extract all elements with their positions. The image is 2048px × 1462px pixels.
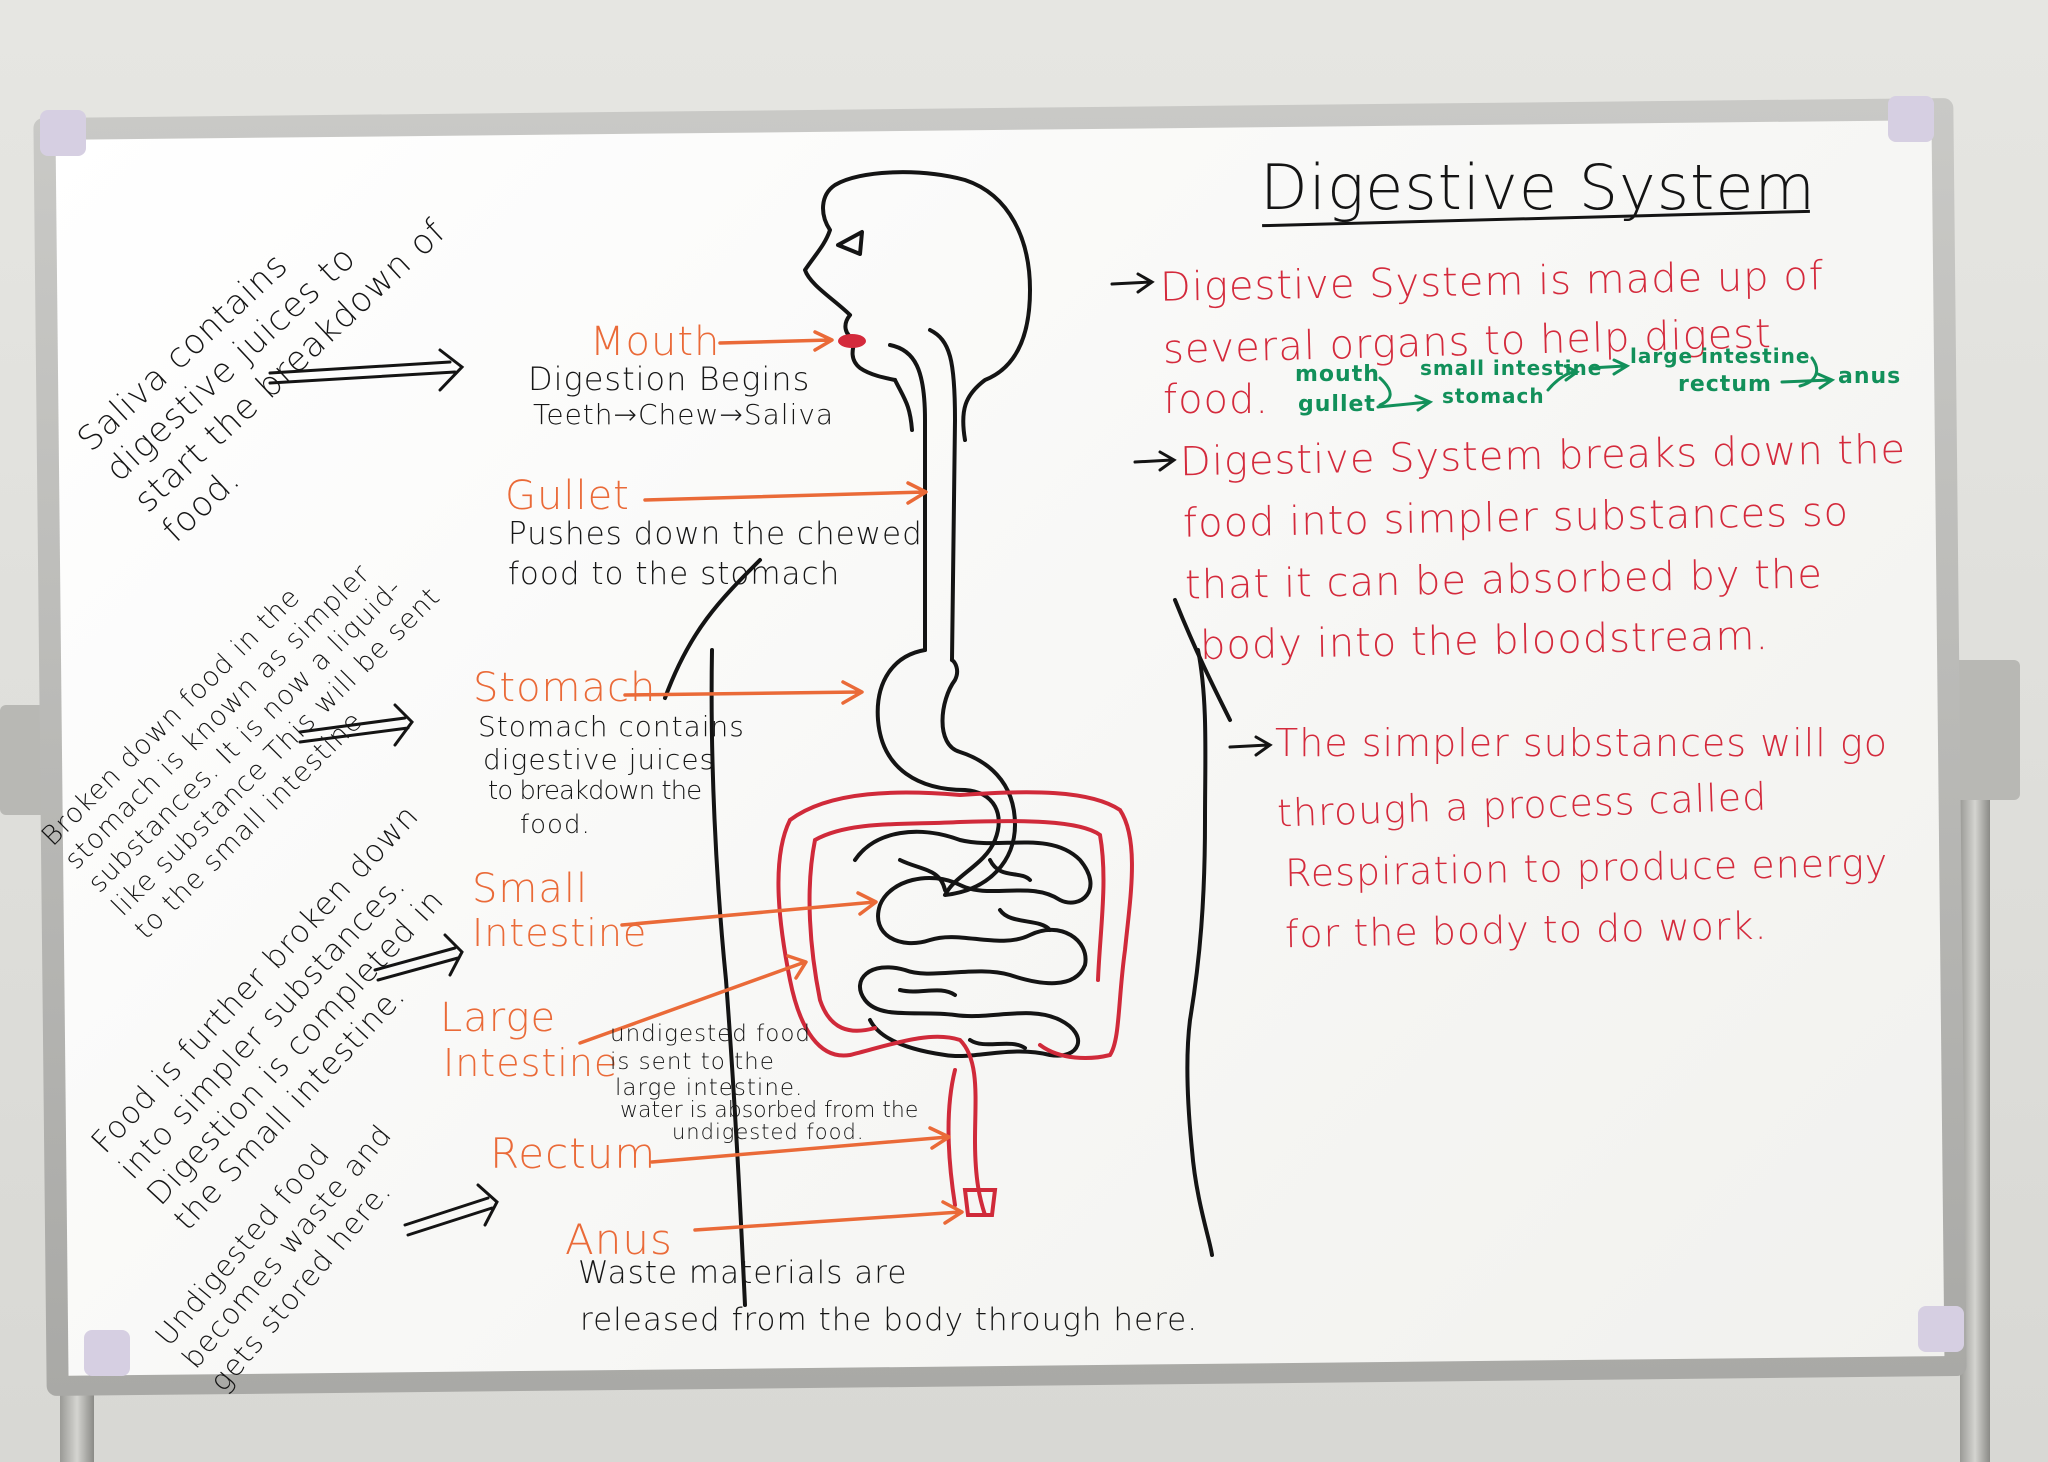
- rectum-arrow: [650, 1126, 951, 1164]
- mouth-note-2: Teeth→Chew→Saliva: [533, 398, 835, 431]
- head-outline: [803, 170, 1032, 442]
- flow-anus: anus: [1838, 364, 1902, 389]
- stomach-note-4: food.: [520, 810, 591, 840]
- label-large-intestine-2: Intestine: [443, 1041, 619, 1085]
- large-intestine-note-2: is sent to the: [610, 1049, 775, 1075]
- small-intestine-arrow: [620, 891, 878, 927]
- saliva-arrow: [268, 348, 465, 392]
- label-mouth: Mouth: [590, 319, 721, 365]
- flow-large-intestine: large intestine: [1630, 344, 1811, 368]
- label-anus: Anus: [565, 1215, 673, 1264]
- anus-arrow: [693, 1200, 964, 1232]
- rectum-note-arrow: [403, 1183, 499, 1237]
- anus-note-1: Waste materials are: [578, 1255, 908, 1291]
- right-divider-line: [1173, 598, 1232, 722]
- gullet-note-2: food to the stomach: [508, 556, 841, 592]
- large-intestine-note-5: undigested food.: [672, 1120, 865, 1144]
- neck-left: [893, 378, 914, 432]
- flow-gullet: gullet: [1298, 392, 1376, 417]
- flow-arrow-large-rectum: [1798, 356, 1819, 388]
- flow-arrow-rectum-anus: [1780, 372, 1836, 390]
- stomach-outline: [875, 648, 1017, 897]
- label-stomach: Stomach: [473, 665, 657, 711]
- para1-line3: food.: [1163, 377, 1270, 423]
- flow-stomach: stomach: [1442, 384, 1545, 408]
- flow-mouth: mouth: [1295, 362, 1380, 387]
- stomach-arrow: [623, 680, 864, 705]
- bullet-arrow-1: [1110, 272, 1155, 294]
- rectum-shape: [962, 1188, 998, 1217]
- stomach-note-3: to breakdown the: [488, 776, 702, 806]
- label-small-intestine-2: Intestine: [472, 911, 648, 955]
- small-intestine-inner: [898, 858, 1052, 1050]
- large-intestine-note-3: large intestine.: [615, 1075, 804, 1101]
- para3-line1: The simpler substances will go: [1275, 721, 1888, 765]
- small-intestine-coils: [853, 829, 1093, 1059]
- label-large-intestine-1: Large: [440, 995, 557, 1041]
- bullet-arrow-3: [1228, 735, 1273, 757]
- label-small-intestine-1: Small: [472, 866, 589, 912]
- frame-corner-bottom-right: [1918, 1306, 1964, 1352]
- stomach-note-1: Stomach contains: [478, 710, 745, 743]
- flow-arrow-mouth-gullet: [1378, 376, 1392, 407]
- para3-line4: for the body to do work.: [1284, 903, 1768, 957]
- gullet-inner: [888, 343, 927, 652]
- label-rectum: Rectum: [490, 1129, 657, 1178]
- label-gullet: Gullet: [505, 473, 630, 519]
- flow-rectum: rectum: [1678, 372, 1772, 397]
- flow-arrow-stomach-small: [1546, 364, 1580, 392]
- mouth-arrow: [718, 330, 834, 352]
- body-outline-left-line: [709, 648, 747, 1307]
- gullet-outer: [928, 328, 957, 662]
- flow-arrow-small-large: [1588, 358, 1631, 376]
- anus-note-2: released from the body through here.: [580, 1302, 1199, 1338]
- eye: [836, 230, 864, 256]
- flow-small-intestine: small intestine: [1420, 356, 1603, 380]
- frame-corner-top-left: [40, 110, 86, 156]
- flow-arrow-gullet-stomach: [1376, 394, 1434, 412]
- large-intestine-outline: [776, 790, 1134, 1217]
- large-intestine-arrow: [578, 954, 808, 1045]
- frame-corner-top-right: [1888, 96, 1934, 142]
- para2-line4: body into the bloodstream.: [1199, 613, 1770, 669]
- stomach-pointer-line: [663, 558, 762, 700]
- frame-corner-bottom-left: [84, 1330, 130, 1376]
- stomach-note-2: digestive juices: [483, 743, 716, 776]
- mouth-marker: [838, 334, 866, 348]
- gullet-arrow: [643, 481, 928, 505]
- stomach-note-arrow: [298, 703, 414, 747]
- large-intestine-note-4: water is absorbed from the: [620, 1098, 919, 1123]
- mouth-note-1: Digestion Begins: [528, 360, 811, 398]
- body-outline-right: [1185, 648, 1214, 1257]
- small-intestine-note-arrow: [373, 933, 464, 982]
- bullet-arrow-2: [1133, 450, 1177, 472]
- face-lower: [843, 313, 897, 382]
- gullet-note-1: Pushes down the chewed: [508, 516, 923, 552]
- large-intestine-note-1: undigested food: [610, 1021, 811, 1047]
